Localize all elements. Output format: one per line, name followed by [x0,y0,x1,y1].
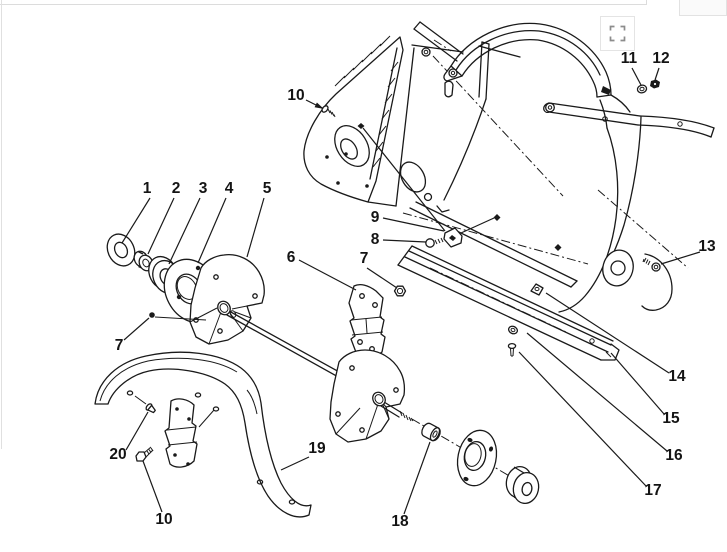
callout-10: 10 [155,511,172,528]
callout-leader-9 [382,217,445,232]
callout-6: 6 [287,249,296,266]
callout-11: 11 [621,50,638,67]
nut-7-center [393,285,407,297]
callout-leader-12 [654,67,660,81]
bracket-6 [348,284,386,359]
callout-leader-18 [403,441,431,515]
shield-19 [94,351,312,518]
callout-3: 3 [199,180,208,197]
callout-leader-6 [298,259,357,291]
callout-arrowhead-10 [314,102,324,109]
callout-7: 7 [115,337,124,354]
callout-14: 14 [668,368,686,385]
callout-leader-17 [518,351,647,487]
callout-13: 13 [698,238,716,255]
callout-20: 20 [109,446,126,463]
plate-9 [443,227,463,248]
callout-5: 5 [263,180,272,197]
bolt-10-bottom [135,446,154,462]
callout-15: 15 [662,410,680,427]
locknut-12 [650,79,660,89]
callout-7: 7 [360,250,369,267]
corner-scroll-box [679,0,727,16]
callout-leader-16 [526,332,668,452]
callout-1: 1 [143,180,152,197]
alignment-axes [402,39,689,269]
top-divider-tick [646,0,647,5]
callout-leader-20 [125,411,149,451]
callout-19: 19 [308,440,326,457]
callout-leader-13 [660,251,701,265]
callout-leader-19 [280,456,310,471]
screw-10-top [321,105,336,118]
spacer-18 [421,422,441,442]
callout-leader-1 [121,197,151,244]
callout-8: 8 [371,231,380,248]
bearing-bottom [505,465,540,505]
screw-17 [507,342,517,357]
handle-frame [443,22,715,138]
washer-16 [507,325,519,335]
callout-leader-7 [123,317,150,341]
shield-bracket [164,398,198,468]
washer-11 [636,84,648,94]
bolt-8 [425,236,447,248]
callout-leader-11 [631,67,642,86]
callout-4: 4 [225,180,234,197]
fullscreen-button[interactable] [600,16,635,51]
callout-18: 18 [391,513,409,530]
callout-9: 9 [371,209,380,226]
screw-20 [145,403,156,414]
callout-2: 2 [172,180,181,197]
callout-leader-8 [382,239,427,243]
callout-16: 16 [665,447,683,464]
top-divider [0,4,646,5]
callout-leader-14 [545,292,670,374]
callout-leader-10 [142,460,163,513]
left-divider [1,0,2,449]
callout-leader-4 [197,197,227,264]
callout-leader-7 [366,267,398,289]
washer-1 [106,233,136,267]
scraper-bar [397,245,620,361]
flange-bottom [456,429,498,487]
clip-14 [530,283,544,296]
callout-17: 17 [644,482,661,499]
callout-leader-15 [610,352,665,415]
screw-13 [642,257,661,272]
fullscreen-icon [609,25,626,42]
callout-leader-2 [147,197,175,255]
callout-10: 10 [287,87,304,104]
callout-leader-3 [168,197,201,265]
rotor-cover-bottom [329,349,414,443]
callout-12: 12 [652,50,669,67]
hatching [334,35,399,168]
bolt-7-left [149,312,207,321]
callout-leader-5 [246,197,265,258]
main-housing [303,21,673,313]
